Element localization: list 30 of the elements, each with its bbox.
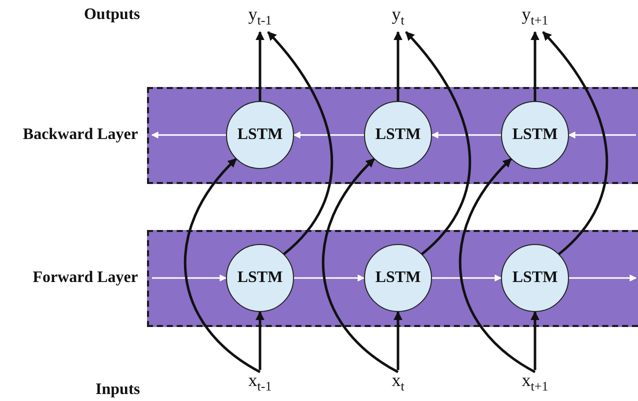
arrow [459,158,536,374]
variable-label: y$_{t+1}$ [513,4,557,32]
arrow [267,31,333,256]
variable-label: y$_{t}$ [376,4,420,32]
arrow [542,31,608,256]
arrow [394,311,402,370]
arrow [293,132,364,138]
arrow [405,31,471,256]
layer-label: Forward Layer [32,268,138,286]
variable-label: x$_{t-1}$ [238,370,282,398]
variable-label: x$_{t}$ [376,370,420,398]
arrow [322,158,399,374]
arrow [530,31,540,101]
arrow [394,31,402,101]
variable-label: y$_{t-1}$ [238,4,282,32]
variable-label: x$_{t+1}$ [513,370,557,398]
arrow [184,158,261,374]
arrow [568,132,636,138]
arrow [256,31,264,101]
layer-label: Backward Layer [22,126,138,144]
arrow [432,274,502,282]
arrow [431,132,501,138]
arrow [151,132,226,138]
arrow [569,274,637,282]
row-label: Outputs [82,6,140,24]
arrow [530,311,540,370]
arrow [294,274,365,282]
arrow [256,311,264,370]
arrow [152,274,227,282]
row-label: Inputs [94,381,140,399]
